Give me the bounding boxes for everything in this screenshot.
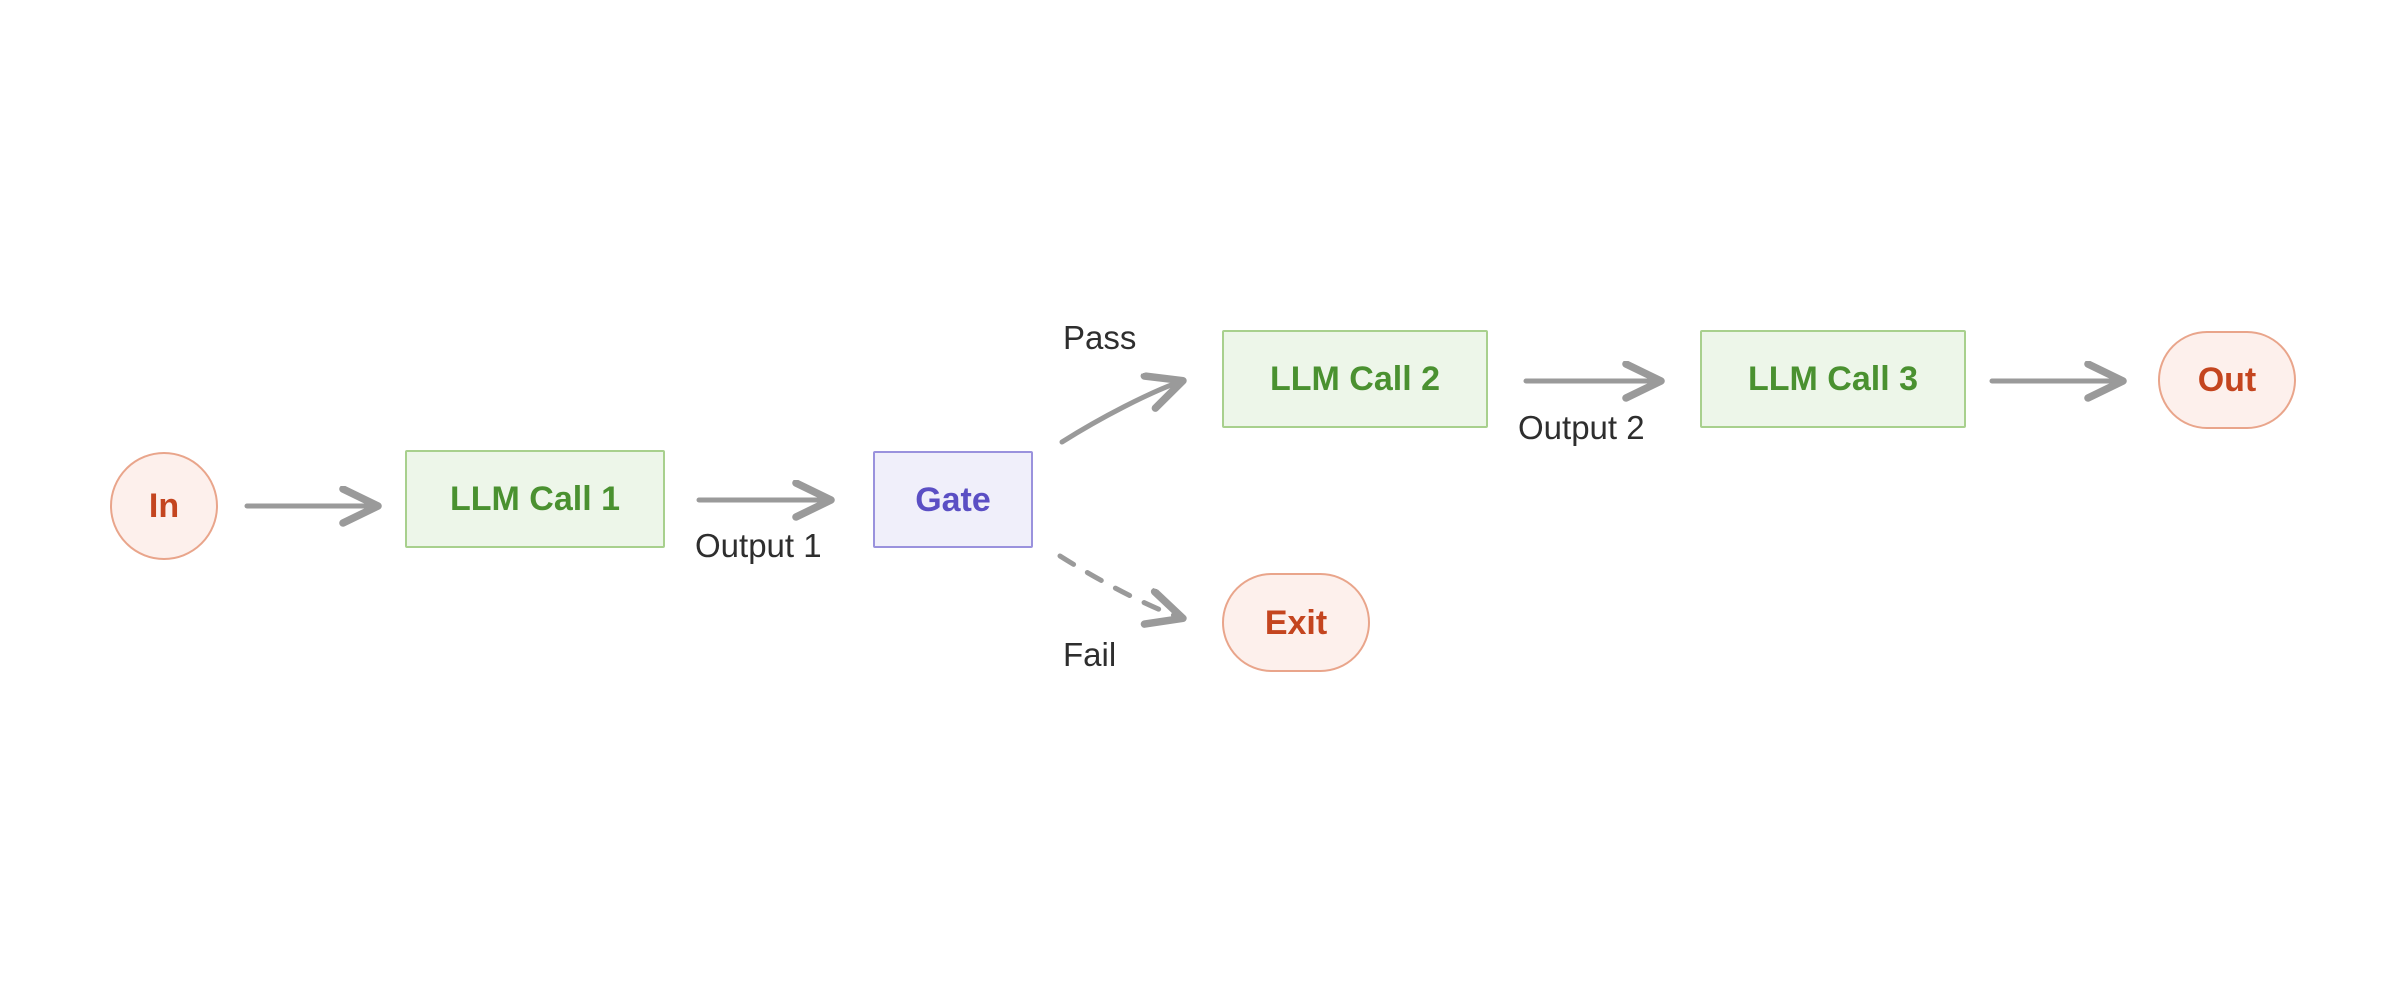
node-llm-call-1[interactable]: LLM Call 1 [405, 450, 665, 548]
edge-gate-to-call2-pass [1059, 381, 1182, 445]
edge-label-pass: Pass [1063, 319, 1137, 356]
node-llm-call-3[interactable]: LLM Call 3 [1700, 330, 1966, 428]
edge-gate-to-exit-fail [1057, 553, 1182, 618]
node-llm-call-2-label: LLM Call 2 [1269, 360, 1441, 398]
edge-label-fail: Fail [1063, 636, 1117, 673]
node-exit-label: Exit [1264, 603, 1328, 642]
node-exit[interactable]: Exit [1222, 573, 1370, 672]
edge-label-output-1: Output 1 [695, 527, 822, 564]
node-gate[interactable]: Gate [873, 451, 1033, 548]
node-in[interactable]: In [110, 452, 218, 560]
node-llm-call-1-label: LLM Call 1 [449, 480, 621, 518]
node-gate-label: Gate [915, 480, 991, 519]
node-out[interactable]: Out [2158, 331, 2296, 429]
node-out-label: Out [2197, 361, 2257, 399]
node-llm-call-3-label: LLM Call 3 [1747, 360, 1919, 398]
edge-label-output-2: Output 2 [1518, 409, 1645, 446]
node-llm-call-2[interactable]: LLM Call 2 [1222, 330, 1488, 428]
node-in-label: In [148, 487, 180, 525]
